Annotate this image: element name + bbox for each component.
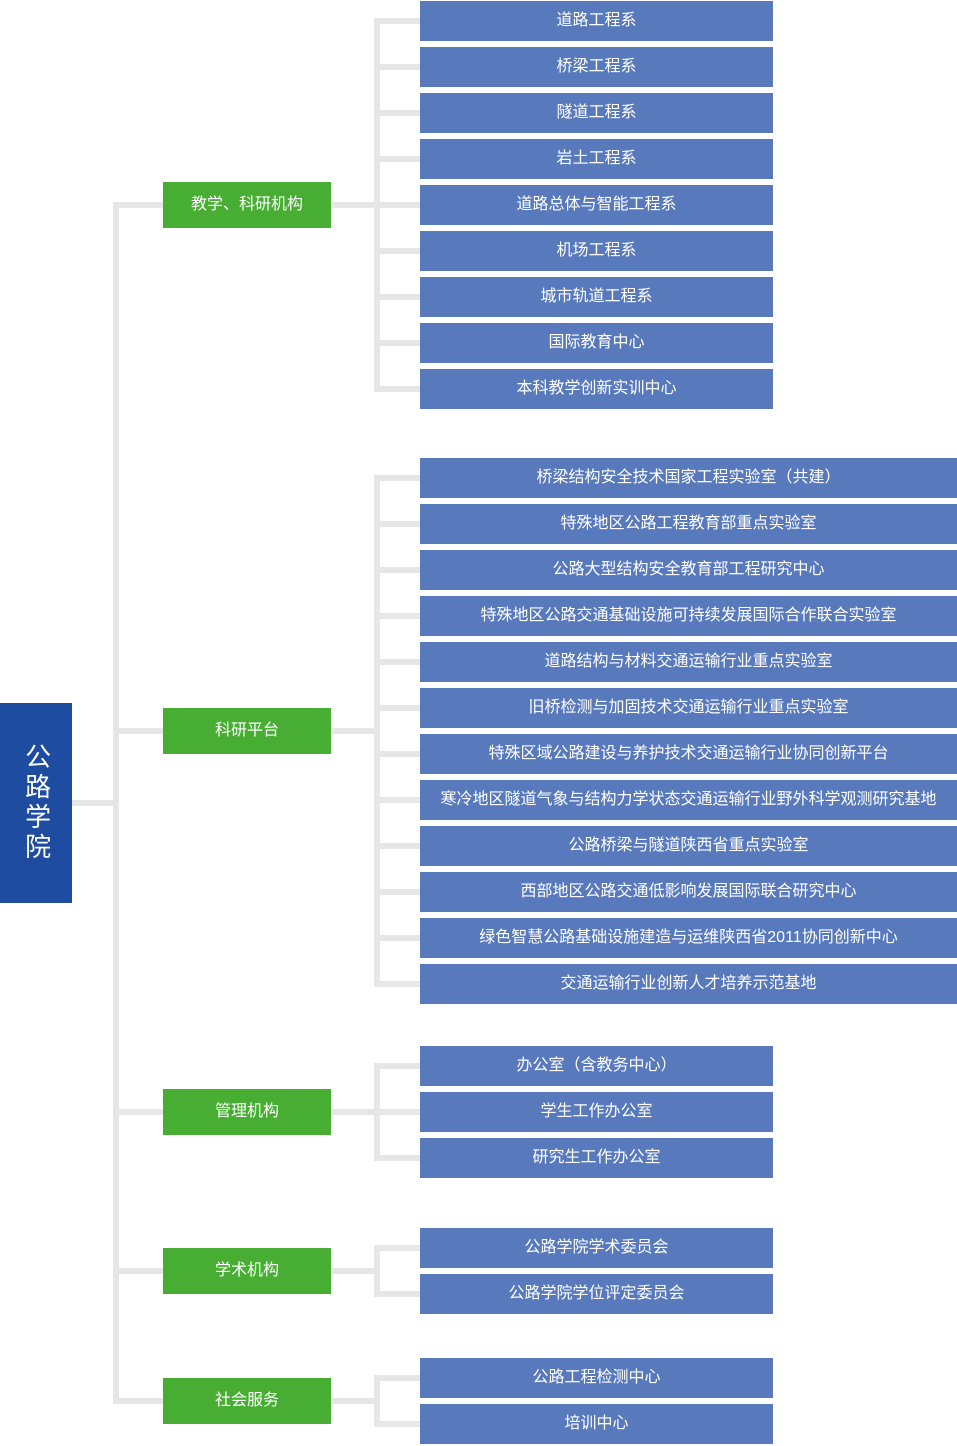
- connector-line: [380, 659, 420, 665]
- connector-line: [374, 1063, 380, 1161]
- connector-line: [331, 728, 380, 734]
- item-node: 隧道工程系: [420, 93, 773, 133]
- item-node: 本科教学创新实训中心: [420, 369, 773, 409]
- connector-line: [380, 110, 420, 116]
- connector-line: [380, 843, 420, 849]
- connector-line: [380, 981, 420, 987]
- item-node: 道路结构与材料交通运输行业重点实验室: [420, 642, 957, 682]
- item-node: 公路学院学位评定委员会: [420, 1274, 773, 1314]
- item-node: 公路大型结构安全教育部工程研究中心: [420, 550, 957, 590]
- connector-line: [380, 705, 420, 711]
- item-node: 桥梁工程系: [420, 47, 773, 87]
- item-node: 公路学院学术委员会: [420, 1228, 773, 1268]
- connector-line: [380, 1291, 420, 1297]
- category-node: 教学、科研机构: [163, 182, 331, 228]
- connector-line: [380, 567, 420, 573]
- item-node: 公路工程检测中心: [420, 1358, 773, 1398]
- connector-line: [331, 1398, 380, 1404]
- item-node: 机场工程系: [420, 231, 773, 271]
- connector-line: [331, 1109, 380, 1115]
- connector-line: [374, 1245, 380, 1297]
- item-node: 研究生工作办公室: [420, 1138, 773, 1178]
- connector-line: [380, 1375, 420, 1381]
- connector-line: [113, 202, 163, 208]
- category-node: 管理机构: [163, 1089, 331, 1135]
- item-node: 公路桥梁与隧道陕西省重点实验室: [420, 826, 957, 866]
- connector-line: [113, 1268, 163, 1274]
- connector-line: [380, 475, 420, 481]
- connector-line: [113, 1398, 163, 1404]
- connector-line: [331, 1268, 380, 1274]
- item-node: 旧桥检测与加固技术交通运输行业重点实验室: [420, 688, 957, 728]
- item-node: 道路工程系: [420, 1, 773, 41]
- connector-line: [380, 521, 420, 527]
- connector-line: [380, 797, 420, 803]
- item-node: 特殊区域公路建设与养护技术交通运输行业协同创新平台: [420, 734, 957, 774]
- item-node: 办公室（含教务中心）: [420, 1046, 773, 1086]
- connector-line: [331, 202, 380, 208]
- item-node: 国际教育中心: [420, 323, 773, 363]
- connector-line: [380, 613, 420, 619]
- item-node: 城市轨道工程系: [420, 277, 773, 317]
- connector-line: [72, 800, 119, 806]
- connector-line: [380, 1245, 420, 1251]
- connector-line: [380, 751, 420, 757]
- connector-line: [380, 340, 420, 346]
- connector-line: [380, 889, 420, 895]
- item-node: 培训中心: [420, 1404, 773, 1444]
- category-node: 科研平台: [163, 708, 331, 754]
- item-node: 岩土工程系: [420, 139, 773, 179]
- connector-line: [113, 1109, 163, 1115]
- item-node: 特殊地区公路交通基础设施可持续发展国际合作联合实验室: [420, 596, 957, 636]
- connector-line: [374, 18, 380, 392]
- connector-line: [374, 475, 380, 987]
- connector-line: [380, 935, 420, 941]
- connector-line: [380, 1421, 420, 1427]
- connector-line: [380, 64, 420, 70]
- item-node: 西部地区公路交通低影响发展国际联合研究中心: [420, 872, 957, 912]
- item-node: 道路总体与智能工程系: [420, 185, 773, 225]
- root-node: 公路学院: [0, 703, 72, 903]
- item-node: 绿色智慧公路基础设施建造与运维陕西省2011协同创新中心: [420, 918, 957, 958]
- item-node: 特殊地区公路工程教育部重点实验室: [420, 504, 957, 544]
- item-node: 交通运输行业创新人才培养示范基地: [420, 964, 957, 1004]
- category-node: 学术机构: [163, 1248, 331, 1294]
- item-node: 学生工作办公室: [420, 1092, 773, 1132]
- connector-line: [380, 386, 420, 392]
- connector-line: [380, 1063, 420, 1069]
- connector-line: [380, 294, 420, 300]
- category-node: 社会服务: [163, 1378, 331, 1424]
- connector-line: [380, 1155, 420, 1161]
- connector-line: [113, 728, 163, 734]
- connector-line: [374, 1375, 380, 1427]
- connector-line: [380, 248, 420, 254]
- item-node: 寒冷地区隧道气象与结构力学状态交通运输行业野外科学观测研究基地: [420, 780, 957, 820]
- connector-line: [380, 156, 420, 162]
- connector-line: [380, 18, 420, 24]
- connector-line: [380, 1109, 420, 1115]
- connector-line: [380, 202, 420, 208]
- item-node: 桥梁结构安全技术国家工程实验室（共建）: [420, 458, 957, 498]
